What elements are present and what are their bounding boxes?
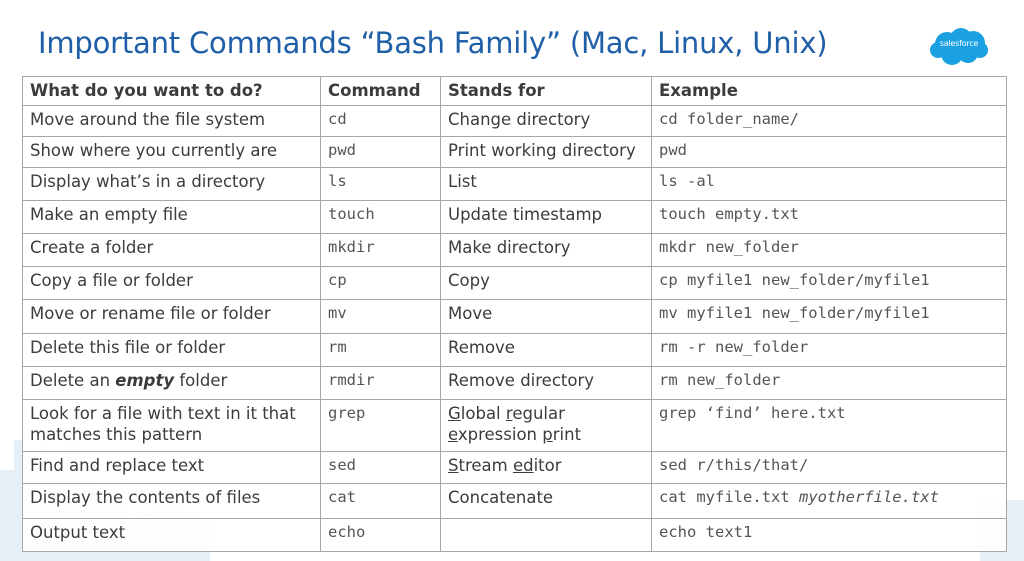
commands-table: What do you want to do? Command Stands f… — [22, 76, 1007, 552]
example-cell: pwd — [651, 136, 1007, 168]
example-cell: sed r/this/that/ — [651, 451, 1007, 484]
example-italic: myotherfile.txt — [798, 488, 939, 506]
stands-for-cell: Make directory — [440, 233, 652, 267]
example-cell: cd folder_name/ — [651, 105, 1007, 137]
slide-title: Important Commands “Bash Family” (Mac, L… — [38, 26, 828, 60]
task-cell: Copy a file or folder — [22, 266, 321, 300]
header-task: What do you want to do? — [22, 76, 321, 106]
command-cell: rmdir — [320, 366, 441, 400]
task-text: Delete an — [30, 371, 116, 390]
table-row: Move or rename file or folder mv Move mv… — [22, 299, 1007, 334]
stands-for-cell: Global regular expression print — [440, 399, 652, 452]
command-cell: mkdir — [320, 233, 441, 267]
task-cell: Move around the file system — [22, 105, 321, 137]
task-cell: Show where you currently are — [22, 136, 321, 168]
command-cell: sed — [320, 451, 441, 484]
stands-for-cell: Update timestamp — [440, 200, 652, 234]
example-cell: grep ‘find’ here.txt — [651, 399, 1007, 452]
task-cell: Delete an empty folder — [22, 366, 321, 400]
example-cell: ls -al — [651, 167, 1007, 201]
table-row: Look for a file with text in it that mat… — [22, 399, 1007, 452]
example-cell: touch empty.txt — [651, 200, 1007, 234]
example-cell: echo text1 — [651, 518, 1007, 552]
command-cell: cp — [320, 266, 441, 300]
acronym-letter: p — [542, 425, 553, 444]
example-cell: rm -r new_folder — [651, 333, 1007, 367]
table-row: Display the contents of files cat Concat… — [22, 483, 1007, 519]
command-cell: ls — [320, 167, 441, 201]
table-row: Create a folder mkdir Make directory mkd… — [22, 233, 1007, 267]
command-cell: cd — [320, 105, 441, 137]
task-cell: Create a folder — [22, 233, 321, 267]
example-cell: mv myfile1 new_folder/myfile1 — [651, 299, 1007, 334]
stands-for-cell: Remove — [440, 333, 652, 367]
command-cell: cat — [320, 483, 441, 519]
stands-for-cell: Copy — [440, 266, 652, 300]
acronym-rest: rint — [552, 425, 582, 444]
stands-for-cell: Change directory — [440, 105, 652, 137]
example-cell: rm new_folder — [651, 366, 1007, 400]
table-row: Delete this file or folder rm Remove rm … — [22, 333, 1007, 367]
logo-text: salesforce — [939, 39, 979, 48]
stands-for-cell: Concatenate — [440, 483, 652, 519]
stands-for-cell: Print working directory — [440, 136, 652, 168]
table-header-row: What do you want to do? Command Stands f… — [22, 76, 1007, 106]
header-command: Command — [320, 76, 441, 106]
cloud-icon — [930, 28, 988, 65]
table-row: Copy a file or folder cp Copy cp myfile1… — [22, 266, 1007, 300]
acronym-rest: itor — [533, 456, 562, 475]
example-text: cat myfile.txt — [659, 488, 799, 506]
salesforce-logo: salesforce — [928, 24, 990, 68]
acronym-letter: e — [448, 425, 458, 444]
table-row: Find and replace text sed Stream editor … — [22, 451, 1007, 484]
task-cell: Make an empty file — [22, 200, 321, 234]
stands-for-cell: List — [440, 167, 652, 201]
table-row: Display what’s in a directory ls List ls… — [22, 167, 1007, 201]
acronym-rest: tream — [458, 456, 513, 475]
acronym-rest: egular — [512, 404, 565, 423]
stands-for-cell: Move — [440, 299, 652, 334]
command-cell: mv — [320, 299, 441, 334]
header-example: Example — [651, 76, 1007, 106]
example-cell: cat myfile.txt myotherfile.txt — [651, 483, 1007, 519]
task-cell: Display the contents of files — [22, 483, 321, 519]
table-row: Show where you currently are pwd Print w… — [22, 136, 1007, 168]
example-cell: mkdr new_folder — [651, 233, 1007, 267]
acronym-letter: ed — [512, 456, 534, 475]
command-cell: touch — [320, 200, 441, 234]
task-cell: Display what’s in a directory — [22, 167, 321, 201]
task-text: folder — [174, 371, 228, 390]
command-cell: echo — [320, 518, 441, 552]
stands-for-cell — [440, 518, 652, 552]
task-cell: Output text — [22, 518, 321, 552]
table-row: Move around the file system cd Change di… — [22, 105, 1007, 137]
task-cell: Look for a file with text in it that mat… — [22, 399, 321, 452]
acronym-rest: xpression — [457, 425, 543, 444]
acronym-letter: r — [505, 404, 513, 423]
table-row: Output text echo echo text1 — [22, 518, 1007, 552]
task-cell: Delete this file or folder — [22, 333, 321, 367]
table-row: Make an empty file touch Update timestam… — [22, 200, 1007, 234]
command-cell: grep — [320, 399, 441, 452]
acronym-rest: lobal — [460, 404, 506, 423]
task-emphasis: empty — [115, 371, 175, 390]
task-cell: Move or rename file or folder — [22, 299, 321, 334]
command-cell: rm — [320, 333, 441, 367]
acronym-letter: S — [448, 456, 459, 475]
example-cell: cp myfile1 new_folder/myfile1 — [651, 266, 1007, 300]
task-cell: Find and replace text — [22, 451, 321, 484]
acronym-letter: G — [448, 404, 461, 423]
header-stands-for: Stands for — [440, 76, 652, 106]
table-row: Delete an empty folder rmdir Remove dire… — [22, 366, 1007, 400]
stands-for-cell: Remove directory — [440, 366, 652, 400]
stands-for-cell: Stream editor — [440, 451, 652, 484]
command-cell: pwd — [320, 136, 441, 168]
